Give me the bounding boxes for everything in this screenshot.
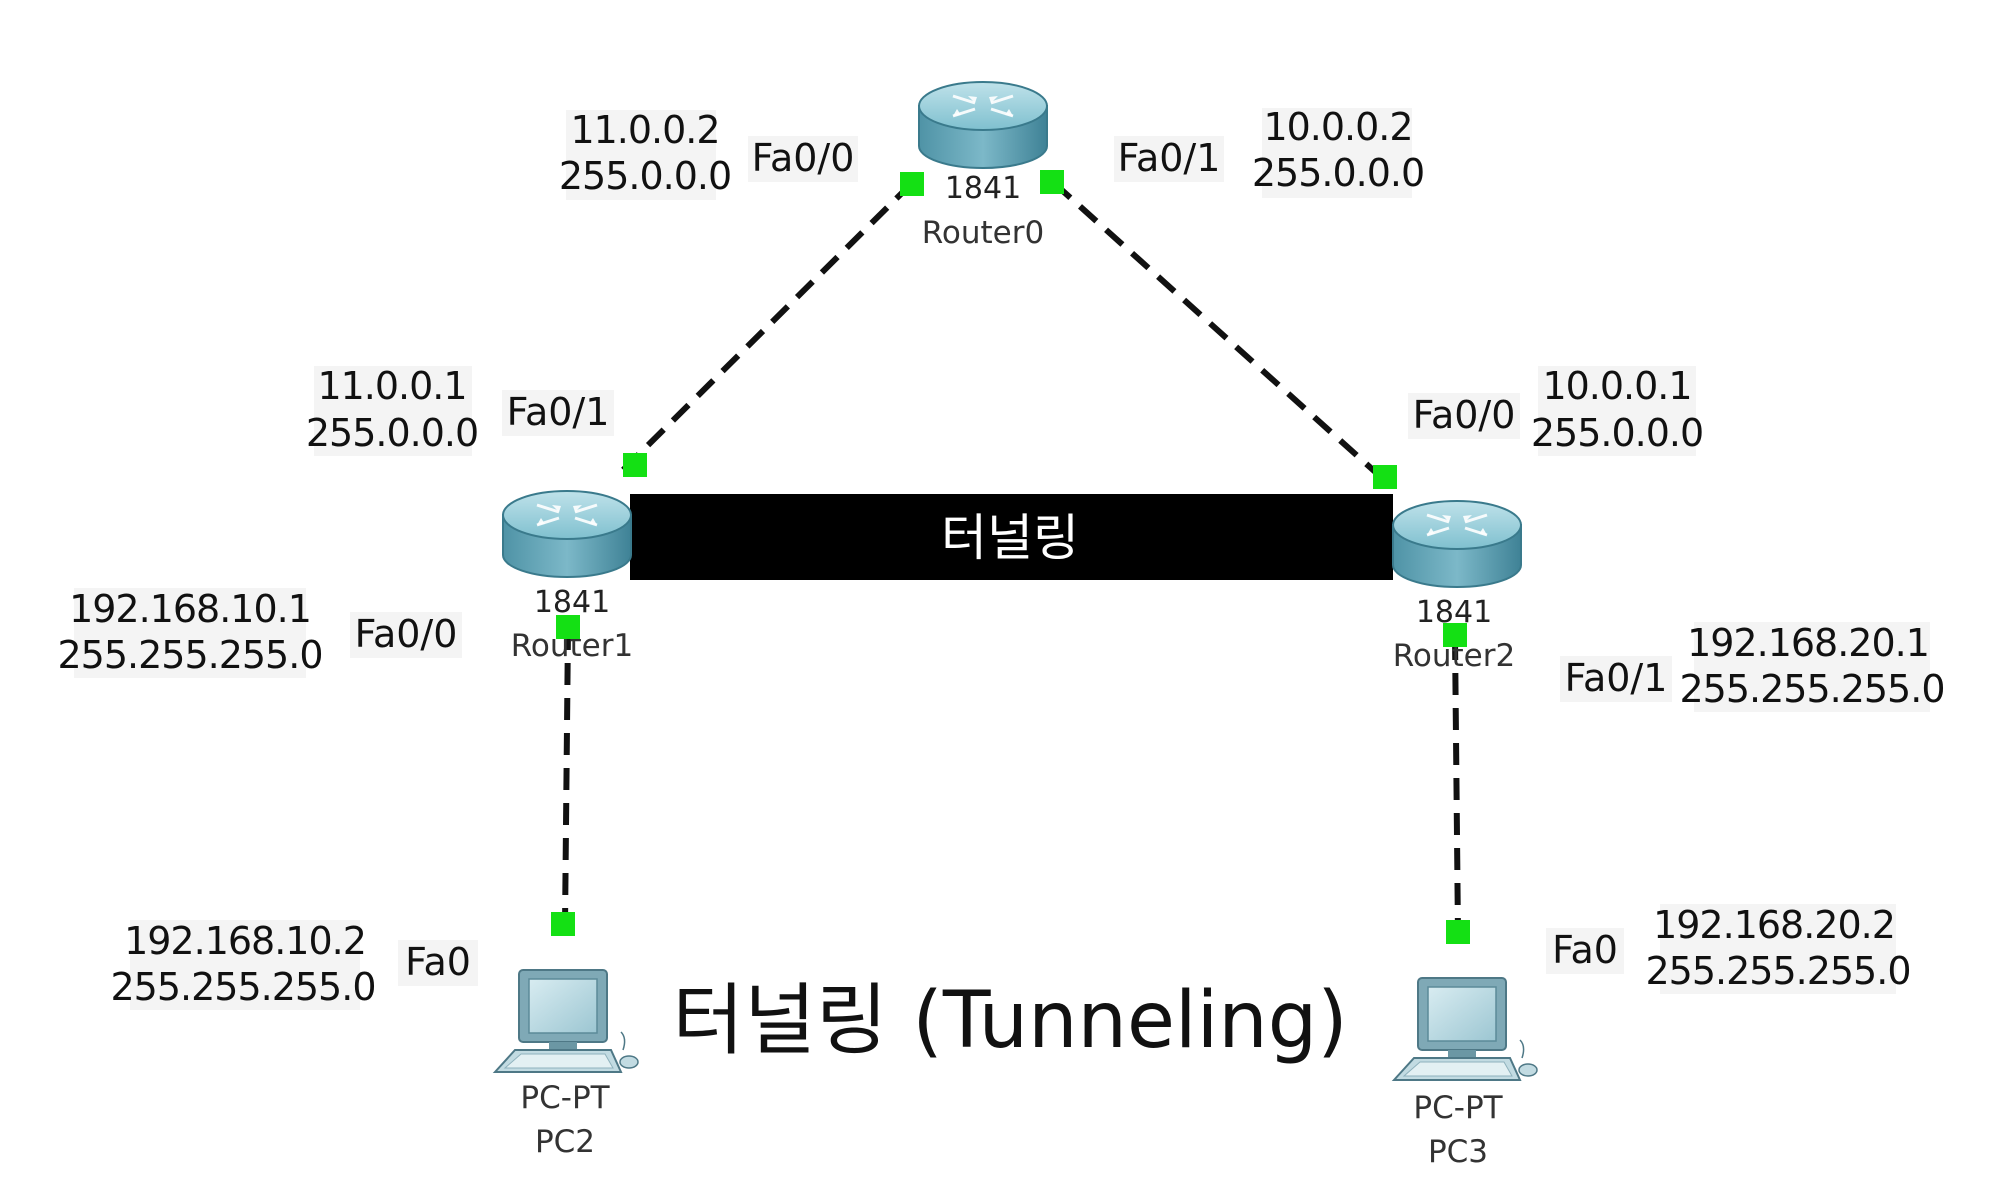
r2-fa01-ip: 192.168.20.1 <box>1687 621 1929 665</box>
router-icon <box>501 489 633 579</box>
link-r2-pc3 <box>1452 637 1461 936</box>
pc3-fa0-mask: 255.255.255.0 <box>1645 949 1910 993</box>
r0-fa01-ip: 10.0.0.2 <box>1263 105 1412 149</box>
router1-model: 1841 <box>534 585 610 620</box>
r1-fa01-mask: 255.0.0.0 <box>306 411 478 455</box>
r1-fa00-mask: 255.255.255.0 <box>57 633 322 677</box>
router-icon <box>917 80 1049 170</box>
r2-fa00-mask: 255.0.0.0 <box>1531 411 1703 455</box>
tunnel-label: 터널링 <box>941 509 1079 567</box>
r1-fa01-ip: 11.0.0.1 <box>317 364 466 408</box>
port-dot <box>551 912 575 936</box>
port-dot <box>1446 920 1470 944</box>
pc3-name: PC3 <box>1428 1134 1488 1170</box>
port-dot <box>1040 170 1064 194</box>
link-r0-r1 <box>612 180 915 481</box>
r1-fa01-port: Fa0/1 <box>507 390 610 434</box>
pc3[interactable] <box>1393 977 1538 1081</box>
router-icon <box>1391 499 1523 589</box>
port-dot <box>556 615 580 639</box>
pc3-fa0-ip: 192.168.20.2 <box>1653 903 1895 947</box>
diagram-caption: 터널링 (Tunneling) <box>672 976 1347 1066</box>
pc2[interactable] <box>494 969 639 1073</box>
r0-fa00-port: Fa0/0 <box>752 136 855 180</box>
pc-icon <box>494 969 639 1073</box>
pc3-fa0-port: Fa0 <box>1552 928 1618 972</box>
tunnel-bar <box>630 494 1393 580</box>
r0-fa01-mask: 255.0.0.0 <box>1252 151 1424 195</box>
pc2-fa0-ip: 192.168.10.2 <box>124 919 366 963</box>
pc2-fa0-port: Fa0 <box>405 940 471 984</box>
router2[interactable] <box>1391 499 1523 589</box>
r0-fa01-port: Fa0/1 <box>1118 136 1221 180</box>
pc2-fa0-mask: 255.255.255.0 <box>110 965 375 1009</box>
link-r0-r2 <box>1051 180 1395 490</box>
port-dot <box>623 453 647 477</box>
router1[interactable] <box>501 489 633 579</box>
pc2-name: PC2 <box>535 1124 595 1160</box>
pc3-model: PC-PT <box>1413 1090 1503 1126</box>
r1-fa00-ip: 192.168.10.1 <box>69 587 311 631</box>
links <box>562 180 1461 936</box>
port-dot <box>1373 465 1397 489</box>
link-r1-pc2 <box>562 627 571 926</box>
r2-fa01-mask: 255.255.255.0 <box>1679 667 1944 711</box>
r2-fa00-ip: 10.0.0.1 <box>1542 364 1691 408</box>
r2-fa01-port: Fa0/1 <box>1565 656 1668 700</box>
r1-fa00-port: Fa0/0 <box>355 612 458 656</box>
r0-fa00-ip: 11.0.0.2 <box>570 108 719 152</box>
r2-fa00-port: Fa0/0 <box>1413 393 1516 437</box>
port-dot <box>1443 623 1467 647</box>
pc2-model: PC-PT <box>520 1080 610 1116</box>
port-dot <box>900 172 924 196</box>
port-dots <box>551 170 1470 944</box>
router0-name: Router0 <box>922 215 1044 251</box>
r0-fa00-mask: 255.0.0.0 <box>559 154 731 198</box>
router0-model: 1841 <box>945 171 1021 206</box>
router0[interactable] <box>917 80 1049 170</box>
pc-icon <box>1393 977 1538 1081</box>
